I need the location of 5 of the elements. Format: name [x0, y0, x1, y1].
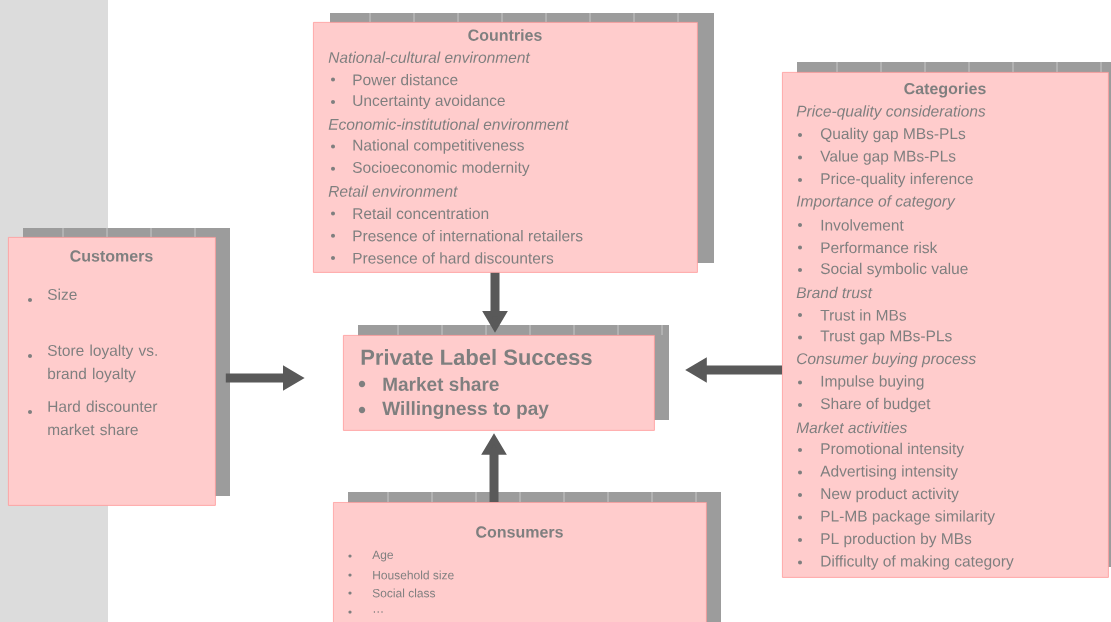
factor-box: Countries National-cultural environment Power distance Uncertainty avoidance Economic-institutional environment National competitiveness Socioeconomic modernity Retail environment Retail concentration Presence of international retailers Presence of hard discounters: [313, 12, 714, 273]
factor-box: Customers Size Store loyalty vs. brand loyalty Hard discounter market share: [8, 227, 230, 506]
outcome-box: Private Label Success Market share Willingness to pay: [343, 324, 669, 431]
factor-box: Categories Price-quality considerations Quality gap MBs-PLs Value gap MBs-PLs Price-quality inference Importance of category Involvement Performance risk Social symbolic value Brand trust Trust in MBs Trust gap MBs-PLs Consumer buying process Impulse buying Share of budget Market activities Promotional intensity Advertising intensity New product activity PL-MB package similarity PL production by MBs Difficulty of making category: [782, 61, 1111, 578]
factor-box: Consumers Age Household size Social class …: [333, 491, 721, 622]
